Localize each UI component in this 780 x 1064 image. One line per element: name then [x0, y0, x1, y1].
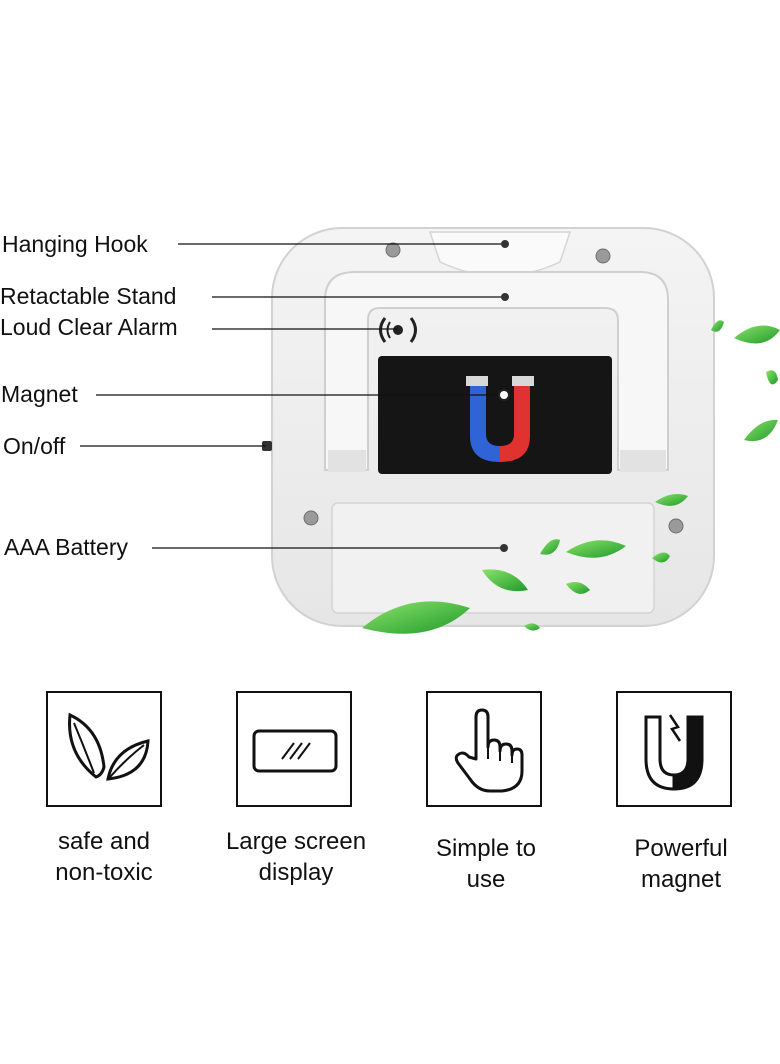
feature-magnet-box	[616, 691, 732, 807]
magnet-graphic	[466, 376, 534, 462]
callout-aaa-battery: AAA Battery	[4, 534, 129, 560]
callout-magnet: Magnet	[1, 381, 78, 407]
screen-icon	[252, 729, 338, 773]
leaves-icon	[68, 712, 150, 781]
feature-simple-box	[426, 691, 542, 807]
feature-screen-box	[236, 691, 352, 807]
battery-cover	[331, 502, 655, 614]
device-illustration	[80, 227, 780, 634]
magnet-icon	[644, 714, 704, 791]
callout-hanging-hook: Hanging Hook	[2, 231, 148, 257]
callout-retractable-stand: Retactable Stand	[0, 283, 177, 309]
callout-on-off: On/off	[3, 433, 66, 459]
alarm-speaker-icon	[379, 317, 417, 343]
product-back-view: Hanging Hook Retactable Stand Loud Clear…	[0, 227, 780, 634]
magnet-panel	[378, 356, 612, 474]
hand-pointer-icon	[454, 708, 524, 793]
leaf-decorations	[362, 320, 780, 634]
feature-safe-box	[46, 691, 162, 807]
callout-loud-alarm: Loud Clear Alarm	[0, 314, 178, 340]
